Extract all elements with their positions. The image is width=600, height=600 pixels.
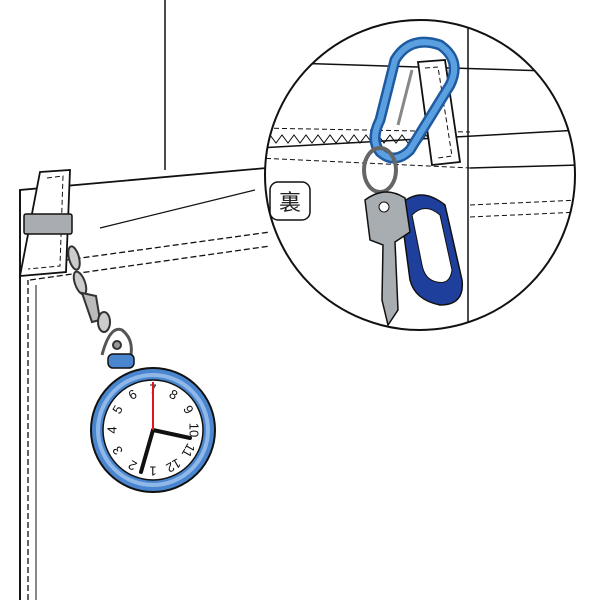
zoom-circle: 裏 [264,19,576,331]
carabiner-gate [396,69,414,126]
dial-number: 1 [149,464,156,479]
back-side-label: 裏 [279,191,301,216]
bag-loop [18,169,73,277]
watch-chain [67,245,133,361]
dial-number: 11 [179,441,199,460]
dial-number: 10 [187,423,202,437]
watch-crown [107,353,135,369]
key [364,191,411,327]
dial-number: 12 [163,455,183,475]
clip-bar [23,213,73,235]
dial-number: 4 [105,426,120,433]
bag-body [19,0,301,600]
hour-hand [151,428,192,440]
pocket-watch: 121234567891011 [90,353,216,493]
label-box [269,181,311,221]
minute-hand [139,428,155,474]
leader-line [99,189,256,229]
